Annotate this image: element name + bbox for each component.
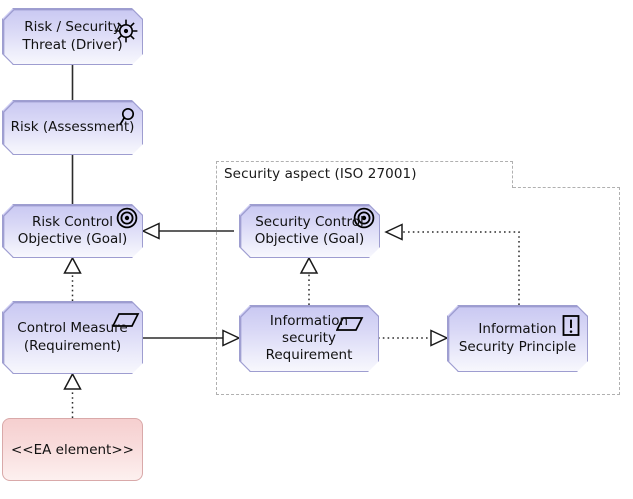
node-label-line3: Requirement	[265, 347, 353, 364]
arrowhead-secobj-to-riskobj	[141, 222, 160, 240]
node-label-line1: Information	[478, 321, 557, 338]
node-risk-control-objective[interactable]: Risk Control Objective (Goal)	[2, 204, 143, 258]
node-ea-element[interactable]: <<EA element>>	[2, 418, 143, 481]
node-label: Risk (Assessment)	[10, 118, 135, 135]
node-label-line2: Objective (Goal)	[254, 231, 365, 247]
node-label: Security Control Objective (Goal)	[249, 214, 371, 249]
node-label-line1: Risk Control	[31, 213, 114, 230]
node-risk-security-threat[interactable]: Risk / Security Threat (Driver)	[2, 8, 143, 65]
group-label-tab	[216, 161, 513, 188]
node-label-line2: Threat (Driver)	[22, 36, 123, 53]
node-label: Information security Requirement	[260, 313, 359, 365]
node-label: Information Security Principle	[453, 321, 582, 356]
group-label-text: Security aspect (ISO 27001)	[224, 166, 417, 182]
node-label-line2: security	[282, 329, 336, 346]
arrowhead-controlmeasure-to-riskobj	[63, 256, 82, 274]
node-label-line1: Security Control	[255, 213, 364, 230]
node-label-line2: (Requirement)	[23, 337, 122, 354]
node-label-line2: Security Principle	[458, 338, 577, 355]
group-top-edge-right	[513, 186, 620, 188]
node-information-security-requirement[interactable]: Information security Requirement	[239, 305, 379, 372]
node-label-line2: Objective (Goal)	[17, 231, 128, 247]
node-label: Risk Control Objective (Goal)	[12, 214, 134, 249]
node-label: <<EA element>>	[11, 441, 134, 458]
node-security-control-objective[interactable]: Security Control Objective (Goal)	[239, 204, 380, 258]
node-label: Risk / Security Threat (Driver)	[16, 19, 128, 54]
arrowhead-ea-to-controlmeasure	[63, 372, 82, 390]
group-security-aspect	[216, 187, 620, 395]
node-information-security-principle[interactable]: Information Security Principle	[447, 305, 588, 372]
node-risk-assessment[interactable]: Risk (Assessment)	[2, 100, 143, 155]
node-control-measure[interactable]: Control Measure (Requirement)	[2, 301, 143, 374]
node-label-line1: Control Measure	[17, 320, 128, 337]
node-label-line1: Risk / Security	[24, 19, 121, 36]
node-label-line1: Information	[269, 312, 349, 329]
node-label: Control Measure (Requirement)	[11, 320, 133, 355]
